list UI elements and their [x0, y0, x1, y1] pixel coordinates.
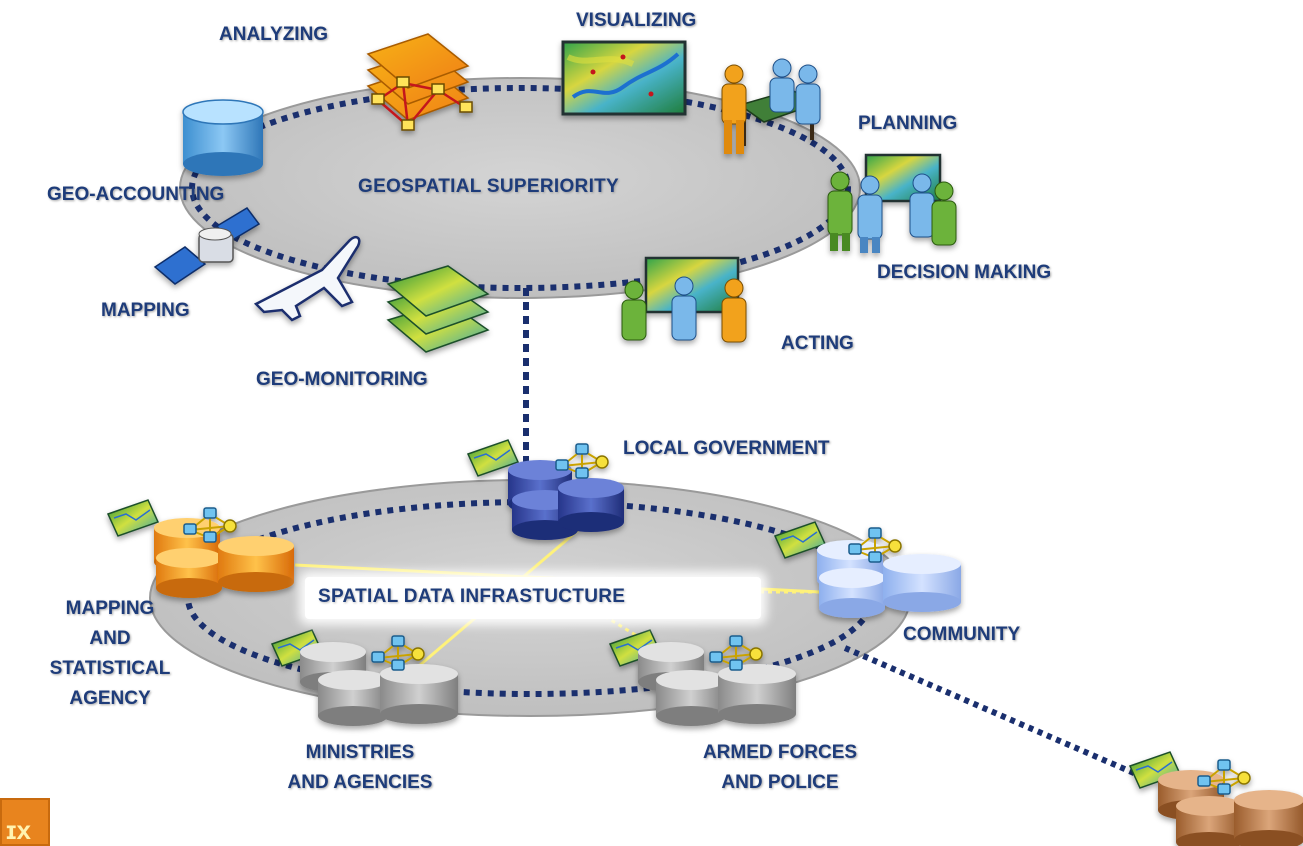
database-icon: [107, 499, 294, 598]
label-community: COMMUNITY: [903, 624, 1021, 645]
people-icon: [621, 256, 747, 343]
label-ministries: MINISTRIES AND AGENCIES: [246, 738, 474, 798]
label-decision-making: DECISION MAKING: [877, 262, 1052, 283]
label-line: STATISTICAL: [49, 658, 171, 679]
ring-title-sdi: SPATIAL DATA INFRASTUCTURE: [318, 586, 626, 607]
corner-logo: ɪx: [0, 798, 50, 846]
label-geo-monitoring: GEO-MONITORING: [256, 369, 428, 390]
database-icon: [1129, 751, 1303, 846]
label-line: AND AGENCIES: [287, 772, 433, 793]
label-mapping-agency: MAPPING AND STATISTICAL AGENCY: [10, 594, 210, 714]
label-visualizing: VISUALIZING: [576, 10, 697, 31]
layers-icon: [366, 33, 473, 131]
label-line: AGENCY: [69, 688, 151, 709]
database-icon: [271, 629, 458, 726]
people-icon: [721, 58, 821, 154]
label-line: ARMED FORCES: [702, 742, 858, 763]
ring-title-geospatial: GEOSPATIAL SUPERIORITY: [358, 176, 620, 197]
airplane-icon: [253, 235, 361, 322]
label-line: AND: [89, 628, 131, 649]
label-planning: PLANNING: [858, 113, 958, 134]
label-line: AND POLICE: [721, 772, 839, 793]
map-icon: [561, 40, 687, 116]
database-icon: [609, 629, 796, 726]
label-line: MINISTRIES: [305, 742, 415, 763]
database-icon: [467, 439, 624, 540]
label-line: MAPPING: [65, 598, 155, 619]
label-armed-forces: ARMED FORCES AND POLICE: [660, 738, 900, 798]
database-icon: [182, 99, 264, 176]
label-geo-accounting: GEO-ACCOUNTING: [47, 184, 225, 205]
label-local-government: LOCAL GOVERNMENT: [623, 438, 830, 459]
people-icon: [827, 153, 957, 253]
database-icon: [774, 521, 961, 618]
label-acting: ACTING: [781, 333, 854, 354]
label-analyzing: ANALYZING: [219, 24, 329, 45]
layers-icon: [386, 265, 490, 353]
satellite-icon: [153, 207, 261, 285]
sdi-title-box: [305, 577, 761, 619]
label-mapping-top: MAPPING: [101, 300, 190, 321]
